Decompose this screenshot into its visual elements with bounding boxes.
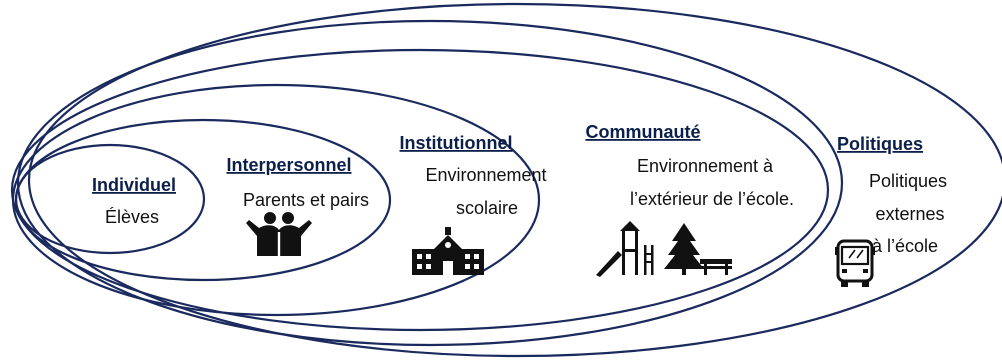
layer-description-interpersonnel: Parents et pairs <box>243 190 369 210</box>
layer-rings <box>10 2 1002 358</box>
layer-title-interpersonnel: Interpersonnel <box>226 155 351 175</box>
ring-politiques <box>28 2 1002 358</box>
bus-icon <box>835 239 875 287</box>
playground-park-icon <box>596 221 732 277</box>
layer-individuel: Individuel Élèves <box>92 175 176 227</box>
layer-description-communaute-line2: l’extérieur de l’école. <box>630 189 794 209</box>
layer-politiques: Politiques Politiques externes à l’école <box>835 134 947 287</box>
layer-title-individuel: Individuel <box>92 175 176 195</box>
layer-title-institutionnel: Institutionnel <box>400 133 513 153</box>
layer-communaute: Communauté Environnement à l’extérieur d… <box>585 122 794 277</box>
layer-description-politiques-line3: à l’école <box>872 236 938 256</box>
layer-description-politiques-line2: externes <box>875 204 944 224</box>
layer-description-institutionnel-line1: Environnement <box>425 165 546 185</box>
layer-interpersonnel: Interpersonnel Parents et pairs <box>226 155 369 256</box>
two-people-hugging-icon <box>246 212 312 256</box>
layer-description-politiques-line1: Politiques <box>869 171 947 191</box>
ring-communaute <box>10 48 830 332</box>
ring-communaute-outer <box>16 19 844 347</box>
layer-title-communaute: Communauté <box>585 122 700 142</box>
layer-institutionnel: Institutionnel Environnement scolaire <box>400 133 547 275</box>
ring-individuel <box>14 143 206 255</box>
layer-description-individuel: Élèves <box>105 207 159 227</box>
layer-title-politiques: Politiques <box>837 134 923 154</box>
layer-description-communaute-line1: Environnement à <box>637 156 774 176</box>
school-building-icon <box>412 227 484 275</box>
ring-institutionnel <box>11 83 541 317</box>
layer-description-institutionnel-line2: scolaire <box>456 198 518 218</box>
